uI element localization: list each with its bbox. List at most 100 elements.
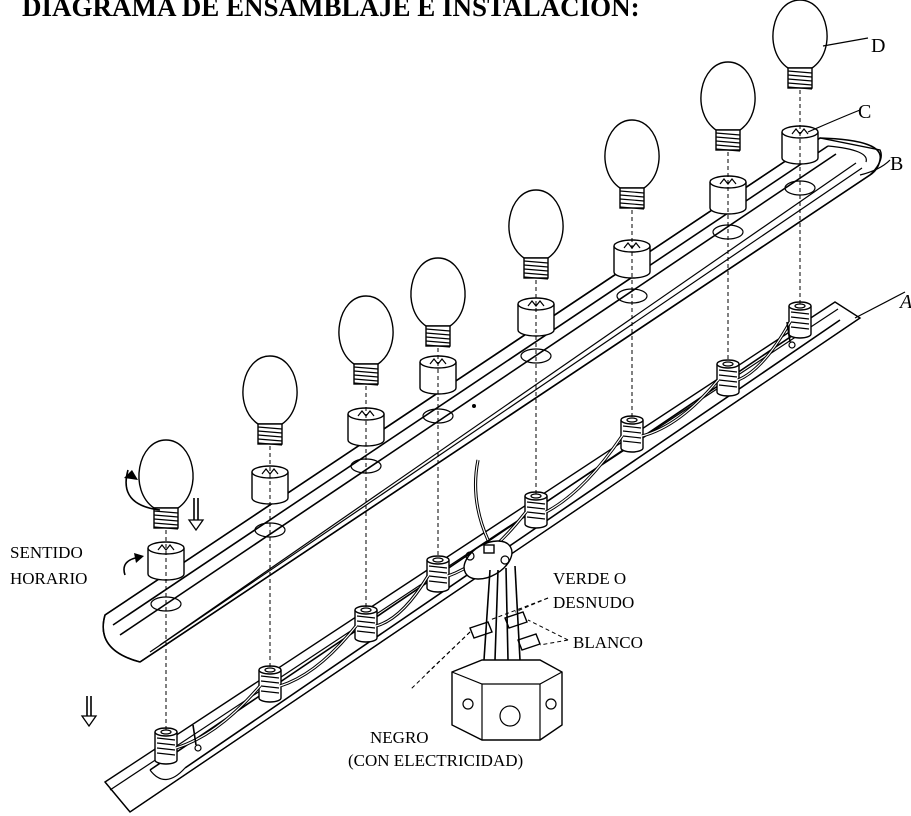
cover-socket bbox=[781, 125, 819, 165]
bulb-thread bbox=[153, 522, 179, 526]
socket-thread-line bbox=[428, 575, 448, 579]
plate-sockets bbox=[154, 301, 812, 765]
down-arrow-icon bbox=[187, 498, 205, 532]
plate-socket-top bbox=[716, 359, 740, 369]
label-blanco: BLANCO bbox=[573, 633, 643, 652]
bulb-thread bbox=[153, 514, 179, 518]
plate-socket-top bbox=[258, 665, 282, 675]
socket-thread-line bbox=[156, 747, 176, 751]
cover-hole bbox=[472, 404, 476, 408]
plate-socket-thread bbox=[264, 667, 276, 673]
clockwise-arrow-icon bbox=[123, 469, 161, 576]
plate-screws bbox=[192, 321, 796, 752]
label-sentido: SENTIDO bbox=[10, 543, 83, 562]
socket-thread-line bbox=[526, 506, 546, 510]
plate-socket bbox=[426, 555, 450, 593]
canopy-cover bbox=[102, 137, 882, 663]
socket-thread-line bbox=[260, 685, 280, 689]
socket-thread-line bbox=[718, 369, 738, 373]
socket-thread-line bbox=[790, 321, 810, 325]
socket-thread-line bbox=[356, 620, 376, 624]
socket-thread-line bbox=[356, 615, 376, 619]
plate-socket bbox=[354, 605, 378, 643]
down-arrow-icon bbox=[80, 696, 98, 728]
socket-thread-line bbox=[718, 384, 738, 388]
bulb-thread bbox=[619, 198, 645, 202]
bulb-thread bbox=[353, 370, 379, 374]
bulb-thread bbox=[715, 132, 741, 136]
bulb-thread bbox=[353, 374, 379, 378]
plate-socket bbox=[788, 301, 812, 339]
bulb bbox=[604, 119, 660, 210]
bulb-thread bbox=[715, 140, 741, 144]
socket-thread-line bbox=[356, 625, 376, 629]
socket-thread-line bbox=[260, 680, 280, 684]
wire-label-leaders bbox=[409, 597, 569, 691]
bulb-glass bbox=[604, 119, 660, 189]
socket-thread-line bbox=[622, 425, 642, 429]
label-horario: HORARIO bbox=[10, 569, 87, 588]
bulb-thread bbox=[787, 86, 813, 90]
socket-thread-line bbox=[790, 326, 810, 330]
bulb-thread bbox=[257, 430, 283, 434]
socket-wire-inner bbox=[375, 575, 429, 627]
bulb-thread bbox=[787, 74, 813, 78]
socket-wire-inner bbox=[279, 625, 357, 687]
plate-socket-thread bbox=[722, 361, 734, 367]
socket-thread-line bbox=[718, 379, 738, 383]
bulb bbox=[242, 355, 298, 446]
bulb-thread bbox=[153, 518, 179, 522]
bulb-thread bbox=[257, 442, 283, 446]
socket-thread-line bbox=[356, 630, 376, 634]
bulb-thread bbox=[425, 328, 451, 332]
bulb-thread bbox=[619, 206, 645, 210]
bulb-thread bbox=[619, 194, 645, 198]
bulb bbox=[772, 0, 828, 90]
socket-contact bbox=[157, 544, 175, 551]
bulb-glass bbox=[338, 295, 394, 365]
label-desnudo: DESNUDO bbox=[553, 593, 634, 612]
diagram-title: DIAGRAMA DE ENSAMBLAJE E INSTALACION: bbox=[22, 0, 640, 22]
bulb-glass bbox=[242, 355, 298, 425]
plate-socket bbox=[524, 491, 548, 529]
socket-thread-line bbox=[428, 565, 448, 569]
cover-hole bbox=[422, 408, 454, 424]
alignment-lines bbox=[165, 90, 801, 730]
bulb-thread bbox=[523, 276, 549, 280]
bulb-thread bbox=[153, 510, 179, 514]
bulb bbox=[410, 257, 466, 348]
socket-thread-line bbox=[156, 752, 176, 756]
bulbs bbox=[138, 0, 828, 530]
bulb-thread bbox=[353, 366, 379, 370]
socket-thread-line bbox=[526, 501, 546, 505]
label-negro: NEGRO bbox=[370, 728, 429, 747]
bulb-thread bbox=[523, 272, 549, 276]
bulb-thread bbox=[787, 70, 813, 74]
socket-thread-line bbox=[790, 316, 810, 320]
socket-thread-line bbox=[260, 690, 280, 694]
bulb-glass bbox=[410, 257, 466, 327]
socket-thread-line bbox=[156, 737, 176, 741]
part-label-a: A bbox=[898, 291, 911, 313]
plate-socket-thread bbox=[432, 557, 444, 563]
bulb-thread bbox=[715, 144, 741, 148]
bulb-thread bbox=[425, 332, 451, 336]
label-verde: VERDE O bbox=[553, 569, 626, 588]
socket-wire-inner bbox=[641, 379, 719, 437]
bulb-glass bbox=[138, 439, 194, 509]
socket-thread-line bbox=[428, 570, 448, 574]
bulb bbox=[508, 189, 564, 280]
bulb-glass bbox=[508, 189, 564, 259]
plate-socket-thread bbox=[626, 417, 638, 423]
socket-thread-line bbox=[790, 311, 810, 315]
bulb bbox=[338, 295, 394, 386]
socket-thread-line bbox=[526, 511, 546, 515]
cover-socket bbox=[347, 407, 385, 447]
bulb-thread bbox=[425, 336, 451, 340]
bulb-thread bbox=[257, 426, 283, 430]
socket-wire-inner bbox=[545, 435, 623, 513]
bulb-thread bbox=[153, 526, 179, 530]
socket-wire-inner bbox=[737, 321, 791, 381]
bulb-glass bbox=[772, 0, 828, 69]
